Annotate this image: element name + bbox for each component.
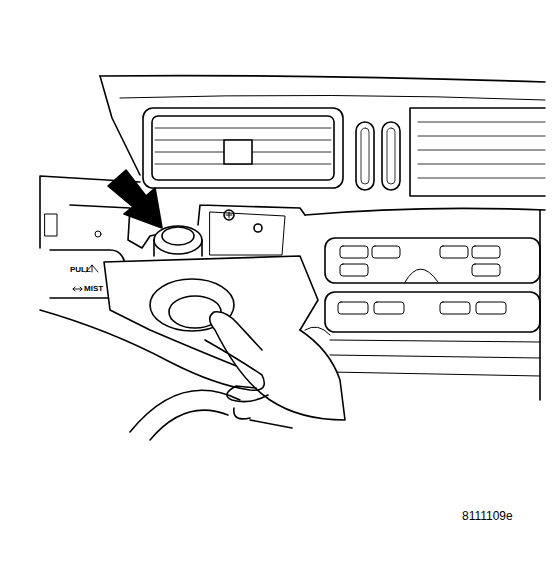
dash-left-edge: [100, 76, 140, 175]
switch-label: PULL: [70, 266, 91, 274]
finger: [234, 408, 292, 428]
climate-face: [325, 292, 540, 332]
slot-vent-inner: [387, 128, 395, 184]
switch-knob: [154, 226, 202, 254]
right-vent-louvers: [418, 122, 545, 178]
clip: [45, 214, 57, 236]
switch-label: MIST: [84, 285, 103, 293]
vent-louvers: [155, 128, 331, 164]
hand: [210, 312, 345, 420]
switch-knob-face: [162, 227, 194, 245]
finger: [227, 386, 268, 402]
pointer-arrow: [108, 170, 162, 228]
screw: [224, 210, 234, 220]
climate-buttons: [330, 302, 540, 376]
radio-face: [325, 238, 540, 283]
center-stack-top: [305, 208, 545, 215]
screw-hole: [95, 231, 101, 237]
bracket: [198, 205, 305, 225]
slot-vent-inner: [361, 128, 369, 184]
vent-tab: [224, 140, 252, 164]
center-stack-edge: [539, 210, 541, 400]
right-vent: [410, 108, 545, 196]
hand-thumb: [40, 310, 264, 390]
figure-number: 8111109e: [462, 510, 513, 522]
knuckle: [305, 327, 330, 335]
center-vent-inner: [152, 116, 334, 180]
dash-top-edge: [100, 76, 545, 82]
center-vent: [143, 108, 343, 188]
slot-vent: [382, 122, 400, 190]
radio-buttons: [340, 246, 500, 282]
switch-bracket: [210, 212, 285, 255]
screw: [254, 224, 262, 232]
switch-knob-body: [154, 240, 202, 256]
steering-wheel: [150, 410, 228, 440]
dash-crease: [120, 95, 545, 100]
mist-symbol: [73, 287, 82, 291]
steering-wheel: [130, 390, 240, 432]
slot-vent: [356, 122, 374, 190]
